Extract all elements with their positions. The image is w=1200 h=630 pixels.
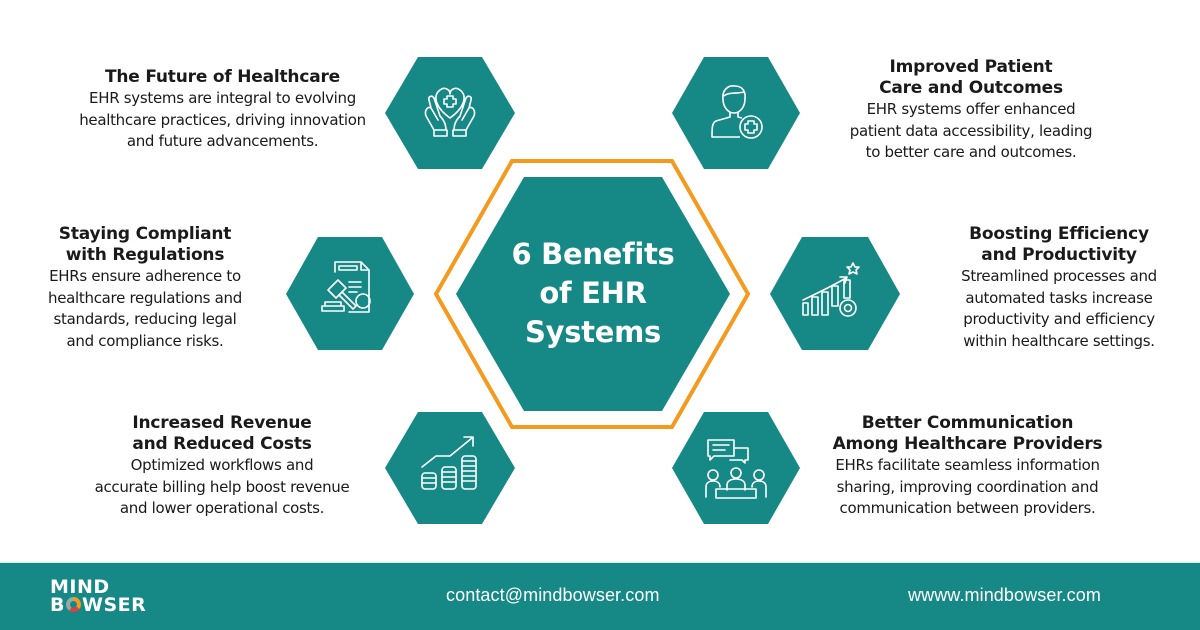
benefit-description: EHRs facilitate seamless information sha…	[835, 456, 1100, 517]
hex-revenue	[385, 412, 515, 524]
benefit-communication: Better Communication Among Healthcare Pr…	[815, 413, 1120, 520]
benefit-patient-care: Improved Patient Care and Outcomes EHR s…	[826, 57, 1116, 164]
benefit-title: Staying Compliant with Regulations	[58, 224, 232, 265]
hands-holding-heart-icon	[424, 87, 476, 137]
hex-patient-care	[672, 57, 800, 169]
center-title: 6 Benefits of EHR Systems	[511, 237, 675, 349]
benefit-efficiency: Boosting Efficiency and Productivity Str…	[934, 224, 1184, 352]
hex-communication	[672, 412, 800, 524]
gavel-document-icon	[321, 261, 371, 313]
benefit-description: Optimized workflows and accurate billing…	[94, 456, 350, 517]
benefit-description: EHRs ensure adherence to healthcare regu…	[48, 267, 242, 350]
logo-swirl-icon	[65, 597, 81, 612]
benefit-future-healthcare: The Future of Healthcare EHR systems are…	[70, 67, 375, 153]
benefit-title: Increased Revenue and Reduced Costs	[132, 413, 312, 454]
benefit-title: Better Communication Among Healthcare Pr…	[832, 413, 1103, 454]
growth-chart-gear-icon	[802, 262, 860, 317]
hex-compliance	[286, 237, 414, 350]
benefit-title: Boosting Efficiency and Productivity	[969, 224, 1149, 265]
mindbowser-logo[interactable]: MIND B WSER	[50, 576, 147, 616]
logo-line-2: B WSER	[50, 594, 147, 616]
hex-efficiency	[770, 237, 900, 350]
benefit-revenue: Increased Revenue and Reduced Costs Opti…	[72, 413, 372, 520]
center-hex	[456, 177, 730, 411]
coins-growth-icon	[421, 436, 477, 490]
benefit-description: EHR systems are integral to evolving hea…	[79, 89, 366, 150]
benefit-description: Streamlined processes and automated task…	[961, 267, 1157, 350]
benefit-title: Improved Patient Care and Outcomes	[879, 57, 1063, 98]
hexagon-layout	[286, 57, 900, 524]
center-hex-outline	[433, 159, 751, 429]
patient-plus-icon	[711, 85, 763, 139]
team-discussion-icon	[705, 439, 767, 499]
benefit-title: The Future of Healthcare	[104, 67, 341, 87]
footer: MIND B WSER contact@mindbowser.com wwww.m…	[0, 562, 1200, 630]
logo-letters-wser: WSER	[81, 594, 147, 616]
logo-line-1: MIND	[50, 576, 110, 598]
contact-email-link[interactable]: contact@mindbowser.com	[446, 585, 660, 605]
benefit-compliance: Staying Compliant with Regulations EHRs …	[20, 224, 270, 352]
benefit-description: EHR systems offer enhanced patient data …	[849, 100, 1093, 161]
website-link[interactable]: wwww.mindbowser.com	[908, 585, 1101, 605]
logo-letter-b: B	[50, 594, 65, 616]
hex-future-healthcare	[385, 57, 515, 169]
